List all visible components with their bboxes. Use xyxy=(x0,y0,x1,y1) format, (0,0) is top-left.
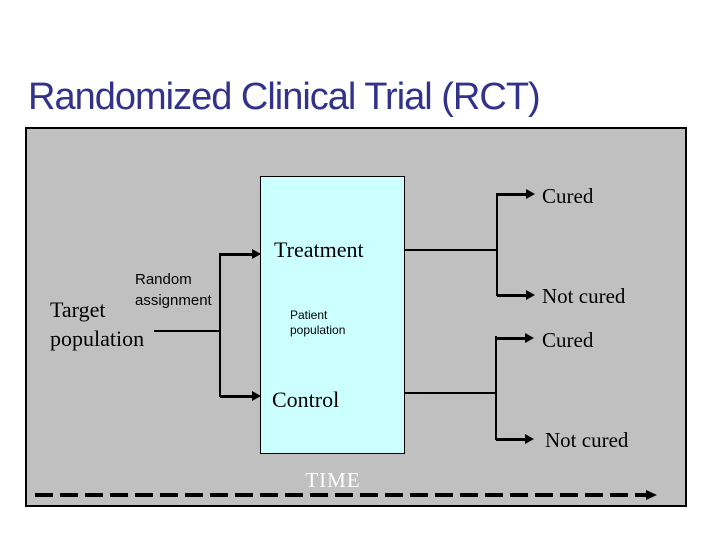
control-notcured-arrowhead-icon xyxy=(525,434,534,444)
control-cured-arrow-shaft xyxy=(496,336,527,340)
treatment-cured-arrowhead-icon xyxy=(526,189,535,199)
treatment-label: Treatment xyxy=(274,237,364,262)
target-population-label: Target population xyxy=(50,297,145,351)
control-label: Control xyxy=(272,387,340,412)
control-outcome-connector-line xyxy=(405,392,496,394)
treatment-outcome-bracket-line xyxy=(496,193,498,296)
patient-population-box: Treatment Patient population Control xyxy=(260,176,405,454)
random-assignment-label: Random assignment xyxy=(135,271,212,309)
treatment-notcured-arrow xyxy=(497,290,535,300)
time-axis-arrowhead-icon xyxy=(646,490,657,500)
time-axis-label: TIME xyxy=(305,468,361,492)
control-notcured-arrow-shaft xyxy=(496,437,527,441)
treatment-notcured-arrow-shaft xyxy=(497,293,528,297)
treatment-outcome-connector-line xyxy=(405,249,497,251)
treatment-arrowhead-icon xyxy=(252,249,261,259)
control-outcome-bracket-line xyxy=(495,336,497,440)
control-cured-arrowhead-icon xyxy=(525,333,534,343)
diagram-panel: Target population Random assignment Trea… xyxy=(25,127,687,507)
time-axis-dashes xyxy=(35,493,647,497)
control-outcome-cured-label: Cured xyxy=(542,328,594,352)
control-outcome-notcured-label: Not cured xyxy=(545,428,629,452)
time-axis-arrow xyxy=(35,490,657,500)
control-arrow xyxy=(220,391,261,401)
control-arrowhead-icon xyxy=(252,391,261,401)
treatment-cured-arrow xyxy=(497,189,535,199)
control-arrow-shaft xyxy=(220,394,254,398)
treatment-notcured-arrowhead-icon xyxy=(526,290,535,300)
random-assignment-split-line xyxy=(219,253,221,397)
treatment-cured-arrow-shaft xyxy=(497,192,528,196)
treatment-arrow xyxy=(220,249,261,259)
control-notcured-arrow xyxy=(496,434,534,444)
treatment-outcome-notcured-label: Not cured xyxy=(542,284,626,308)
slide-title: Randomized Clinical Trial (RCT) xyxy=(28,76,541,118)
treatment-outcome-cured-label: Cured xyxy=(542,184,594,208)
target-population-connector-line xyxy=(154,330,220,332)
patient-population-label: Patient population xyxy=(290,308,346,337)
treatment-arrow-shaft xyxy=(220,252,254,256)
control-cured-arrow xyxy=(496,333,534,343)
